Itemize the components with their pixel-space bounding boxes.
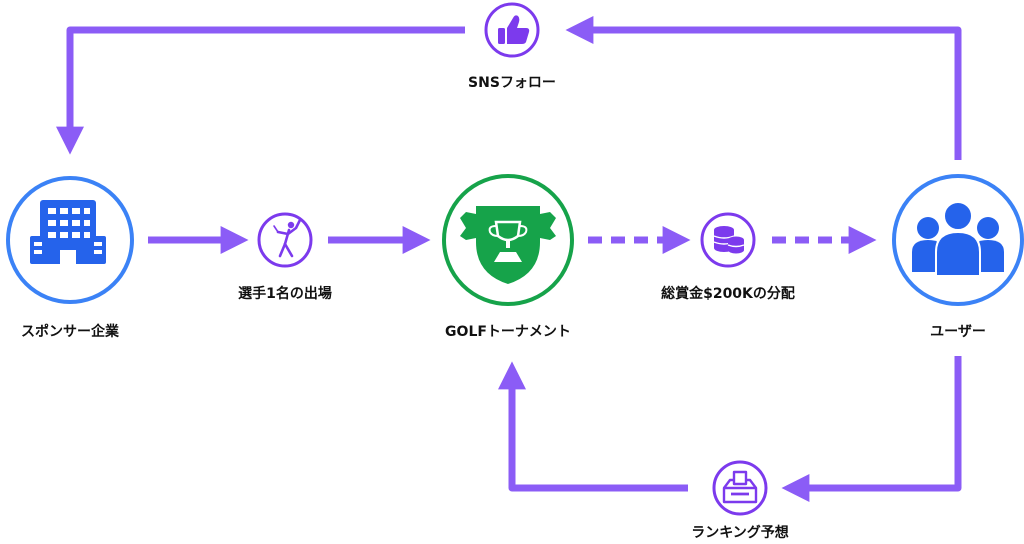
label-sns: SNSフォロー — [468, 75, 556, 91]
coin-stack-icon — [713, 226, 745, 254]
connectors — [56, 16, 962, 502]
label-tournament: GOLFトーナメント — [445, 324, 571, 340]
ballot-box-icon — [722, 470, 758, 504]
node-prize — [700, 212, 756, 268]
arrow-users-to-sns — [565, 16, 962, 160]
arrow-ranking-to-tournament — [498, 361, 688, 492]
label-users: ユーザー — [930, 324, 986, 340]
thumbs-up-icon — [498, 15, 530, 45]
label-player: 選手1名の出場 — [238, 286, 332, 302]
label-ranking: ランキング予想 — [691, 525, 789, 541]
node-sns — [484, 2, 540, 58]
user-group-icon — [912, 201, 1004, 277]
node-tournament — [442, 174, 574, 306]
office-building-icon — [30, 200, 106, 264]
node-player — [257, 212, 313, 268]
arrow-sns-to-sponsor — [56, 26, 465, 155]
golfer-swing-icon — [273, 218, 302, 258]
node-sponsor — [6, 176, 134, 304]
label-sponsor: スポンサー企業 — [21, 324, 119, 340]
trophy-shield-icon — [460, 206, 556, 284]
label-prize: 総賞金$200Kの分配 — [661, 286, 795, 302]
node-users — [892, 174, 1024, 306]
node-ranking — [712, 460, 768, 516]
arrow-users-to-ranking — [781, 356, 962, 502]
